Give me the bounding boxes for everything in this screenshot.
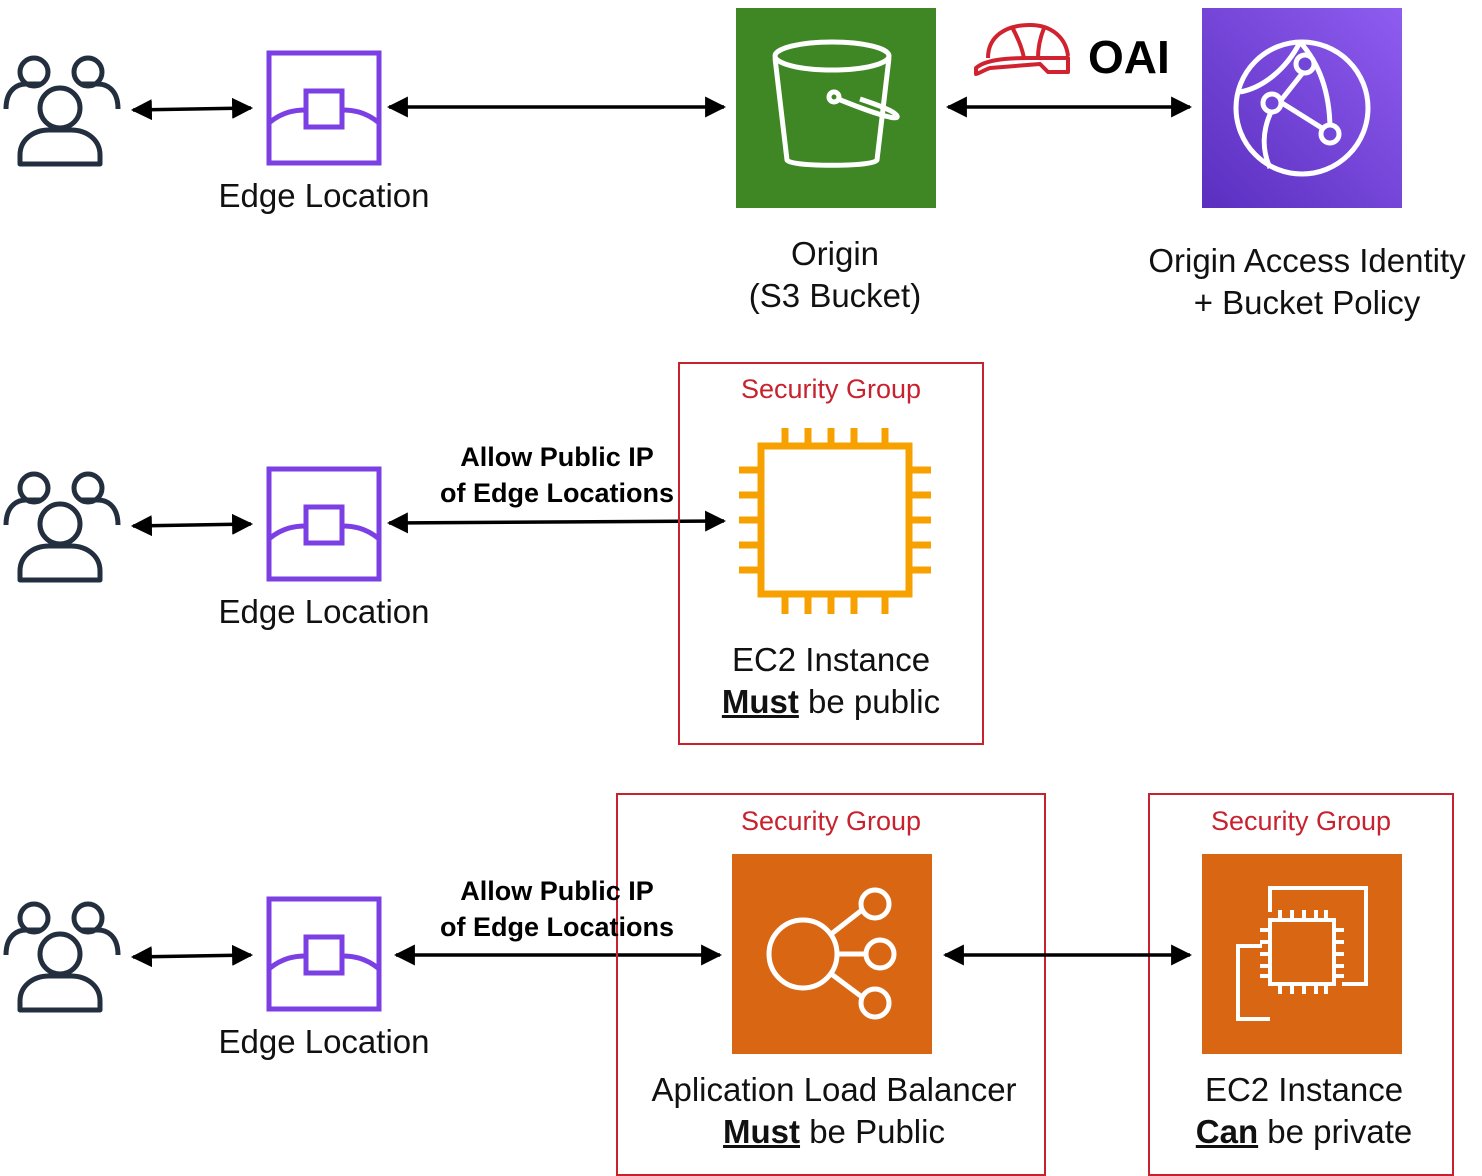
ec2-label: EC2 Instance Must be public <box>679 639 983 723</box>
oai-description-line2: + Bucket Policy <box>1193 284 1421 321</box>
ec2-instances-icon <box>1202 854 1402 1054</box>
must-emphasis: Must <box>721 683 799 720</box>
security-group-box <box>678 362 984 745</box>
allow-ip-label: Allow Public IP of Edge Locations <box>422 439 692 511</box>
cloudfront-icon <box>1202 8 1402 208</box>
origin-label: Origin (S3 Bucket) <box>685 233 985 317</box>
ec2-private-line1: EC2 Instance <box>1204 1071 1404 1108</box>
edge-location-icon <box>269 53 379 163</box>
ec2-label-rest: be public <box>798 683 941 720</box>
allow-ip-line1: Allow Public IP <box>460 876 654 906</box>
oai-description: Origin Access Identity + Bucket Policy <box>1132 240 1482 324</box>
origin-label-line1: Origin <box>790 235 880 272</box>
ec2-chip-icon <box>739 428 931 614</box>
ec2-label-line2: Must be public <box>679 681 983 723</box>
ec2-label-line1: EC2 Instance <box>731 641 931 678</box>
users-edge-arrow <box>130 513 254 537</box>
ec2-private-line2: Can be private <box>1149 1111 1459 1153</box>
allow-ip-line2: of Edge Locations <box>439 478 674 508</box>
ec2-private-label: EC2 Instance Can be private <box>1149 1069 1459 1153</box>
security-group-title: Security Group <box>740 806 922 836</box>
oai-label: OAI <box>1088 31 1170 83</box>
security-group-box <box>1148 793 1454 1176</box>
edge-location-label: Edge Location <box>218 1023 430 1060</box>
can-emphasis: Can <box>1195 1113 1259 1150</box>
load-balancer-icon <box>732 854 932 1054</box>
alb-label-line2: Must be Public <box>617 1111 1051 1153</box>
allow-ip-line1: Allow Public IP <box>460 442 654 472</box>
must-emphasis: Must <box>723 1113 801 1150</box>
security-group-title: Security Group <box>740 374 922 404</box>
ec2-private-rest: be private <box>1258 1113 1413 1150</box>
alb-label: Aplication Load Balancer Must be Public <box>617 1069 1051 1153</box>
alb-label-line1: Aplication Load Balancer <box>651 1071 1017 1108</box>
users-icon <box>6 58 118 164</box>
alb-label-rest: be Public <box>800 1113 945 1150</box>
users-edge-arrow <box>130 944 254 968</box>
s3-bucket-icon <box>736 8 936 208</box>
security-group-box <box>616 793 1046 1176</box>
users-edge-arrow <box>130 97 254 121</box>
edge-location-label: Edge Location <box>218 177 430 214</box>
allow-ip-label: Allow Public IP of Edge Locations <box>422 873 692 945</box>
edge-ec2-arrow <box>386 510 727 534</box>
allow-ip-line2: of Edge Locations <box>439 912 674 942</box>
origin-label-line2: (S3 Bucket) <box>748 277 922 314</box>
hard-hat-icon <box>974 23 1070 76</box>
edge-location-icon <box>269 899 379 1009</box>
edge-location-icon <box>269 469 379 579</box>
security-group-title: Security Group <box>1210 806 1392 836</box>
edge-location-label: Edge Location <box>218 593 430 630</box>
users-icon <box>6 474 118 580</box>
users-icon <box>6 904 118 1010</box>
oai-description-line1: Origin Access Identity <box>1148 242 1466 279</box>
